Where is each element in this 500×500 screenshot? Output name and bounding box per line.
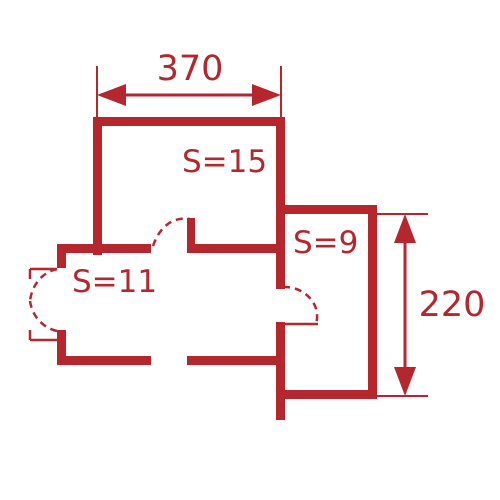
wall-right-room-right (368, 205, 377, 399)
wall-right-room-top (276, 205, 377, 214)
wall-left-room-bottom-left (57, 356, 151, 365)
width-label: 370 (157, 49, 224, 89)
wall-door-jamb (187, 218, 195, 253)
wall-mid-horizontal-left (57, 244, 151, 253)
wall-right-room-bottom (284, 390, 377, 399)
door-swing-right (282, 285, 319, 325)
wall-partition-upper (276, 205, 285, 289)
height-arrow-top (394, 214, 416, 243)
door-swing-left-lower (28, 300, 58, 333)
height-arrow-bottom (394, 367, 416, 396)
wall-top-room-right (276, 117, 285, 214)
room-label-top: S=15 (182, 144, 267, 180)
height-label: 220 (419, 285, 486, 325)
room-label-left: S=11 (72, 264, 157, 300)
wall-top-room-left (93, 117, 102, 255)
wall-left-room-left-lower (57, 330, 66, 365)
width-arrow-left (97, 84, 126, 106)
door-swing-top (151, 217, 191, 247)
wall-left-room-left-upper (57, 244, 66, 268)
height-dimension (377, 213, 428, 397)
door-leaves (28, 267, 318, 342)
walls (57, 117, 377, 420)
door-swing-left-upper (28, 267, 58, 302)
width-arrow-right (252, 84, 281, 106)
wall-mid-horizontal-right (187, 244, 285, 253)
width-dimension (96, 66, 282, 118)
wall-left-room-bottom-right (187, 356, 285, 365)
room-label-right: S=9 (293, 225, 358, 261)
wall-partition-lower (276, 322, 285, 420)
wall-top-room-top (93, 117, 285, 126)
